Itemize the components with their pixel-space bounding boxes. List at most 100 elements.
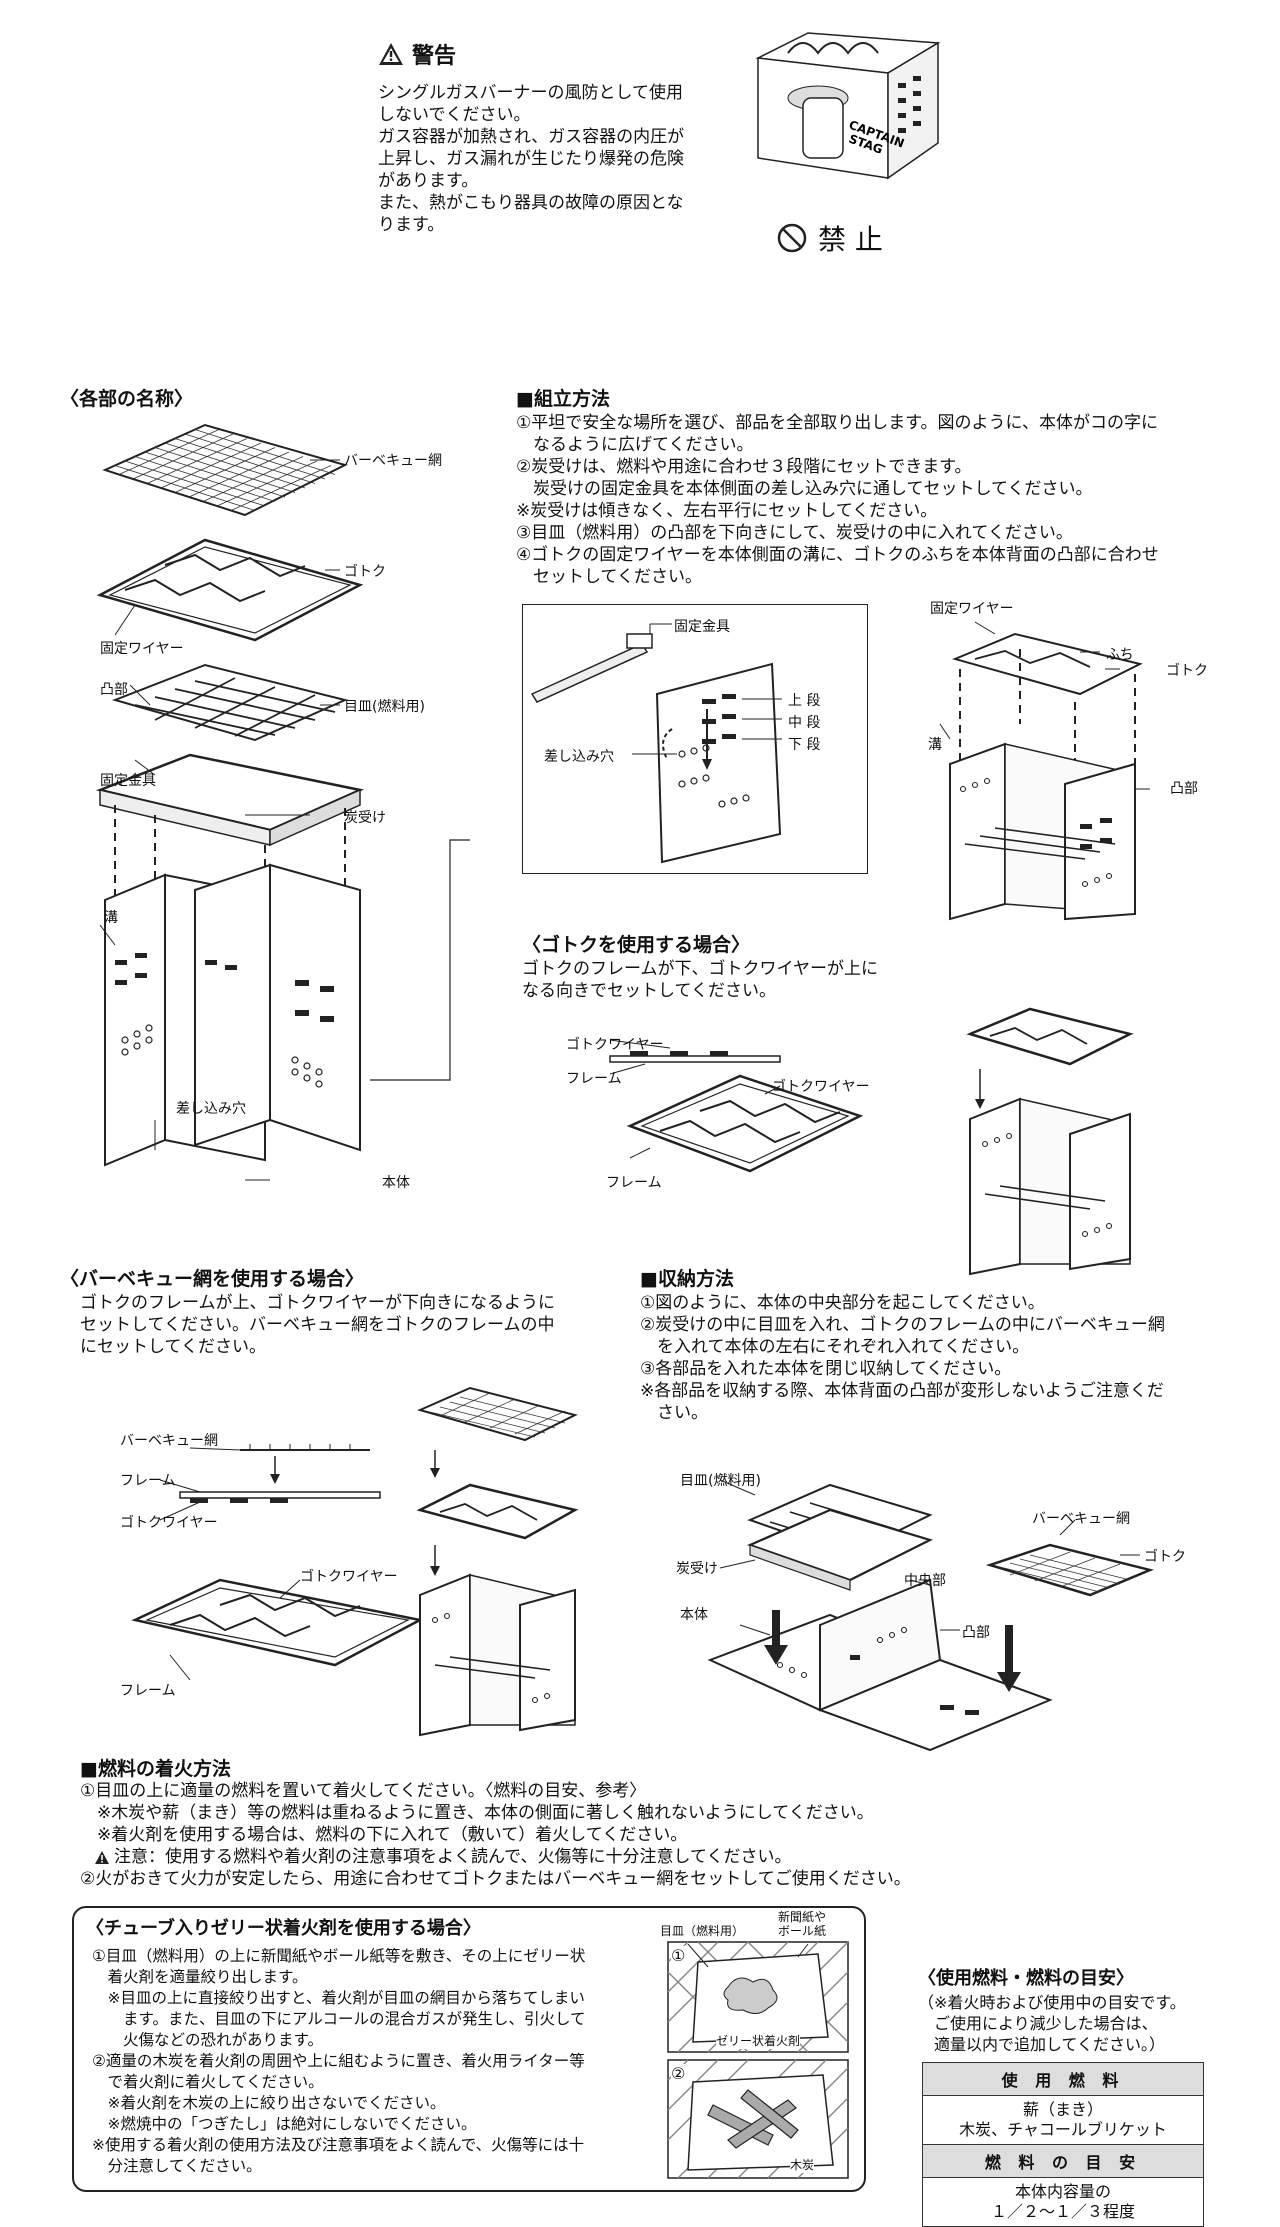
bbq-use-text: ゴトクのフレームが上、ゴトクワイヤーが下向きになるように セットしてください。バ… xyxy=(80,1292,620,1358)
parts-label-gotoku: ゴトク xyxy=(344,564,386,580)
fuel-value: 薪（まき） xyxy=(1022,2100,1103,2119)
warning-line: ガス容器が加熱され、ガス容器の内圧が xyxy=(378,127,685,147)
fuel-note: （※着火時および使用中の目安です。 ご使用により減少した場合は、 適量以内で追加… xyxy=(918,1992,1186,2055)
insert-detail-drawing xyxy=(522,604,866,872)
gel-instructions: ①目皿（燃料用）の上に新聞紙やボール紙等を敷き、その上にゼリー状 着火剤を適量絞… xyxy=(92,1946,662,2177)
parts-label-ash-tray: 炭受け xyxy=(344,810,386,826)
fuel-heading: 〈使用燃料・燃料の目安〉 xyxy=(918,1968,1134,1989)
bbq-use-line: セットしてください。バーベキュー網をゴトクのフレームの中 xyxy=(80,1315,555,1335)
assembly-line: ※炭受けは傾きなく、左右平行にセットしてください。 xyxy=(516,501,938,521)
storage-line: ※各部品を収納する際、本体背面の凸部が変形しないようご注意くだ xyxy=(640,1381,1164,1401)
gel-line: ※目皿の上に直接絞り出すと、着火剤が目皿の網目から落ちてしまい xyxy=(92,1989,585,2007)
gotoku-use-label-frame-a: フレーム xyxy=(566,1071,622,1087)
gel-figure-label-gel: ゼリー状着火剤 xyxy=(716,2032,801,2049)
gel-line: ※着火剤を木炭の上に絞り出さないでください。 xyxy=(92,2094,446,2112)
guide-value: １／２〜１／３程度 xyxy=(990,2202,1135,2221)
bbq-use-label-wire-b: ゴトクワイヤー xyxy=(300,1569,398,1585)
parts-label-insert-hole: 差し込み穴 xyxy=(176,1101,246,1117)
gel-heading: 〈チューブ入りゼリー状着火剤を使用する場合〉 xyxy=(86,1918,481,1939)
bbq-use-side-diagram xyxy=(160,1430,380,1540)
parts-label-body: 本体 xyxy=(382,1175,410,1191)
storage-label-body: 本体 xyxy=(680,1607,708,1623)
storage-line: さい。 xyxy=(640,1403,708,1423)
bbq-use-heading: 〈バーベキュー網を使用する場合〉 xyxy=(60,1268,365,1290)
storage-line: ①図のように、本体の中央部分を起こしてください。 xyxy=(640,1293,1045,1313)
ignition-line: ※着火剤を使用する場合は、燃料の下に入れて（敷いて）着火してください。 xyxy=(80,1825,688,1845)
fuel-value: 木炭、チャコールブリケット xyxy=(959,2120,1167,2139)
gel-figure-label-paper: 新聞紙や ボール紙 xyxy=(778,1910,826,1938)
storage-label-boss: 凸部 xyxy=(962,1625,990,1641)
bbq-use-label-frame-b: フレーム xyxy=(120,1683,176,1699)
parts-label-groove: 溝 xyxy=(104,910,118,926)
storage-instructions: ①図のように、本体の中央部分を起こしてください。 ②炭受けの中に目皿を入れ、ゴト… xyxy=(640,1292,1240,1424)
gel-starter-box xyxy=(72,1906,866,2192)
storage-heading: ■収納方法 xyxy=(640,1268,734,1290)
guide-value: 本体内容量の xyxy=(1014,2182,1111,2201)
gel-step1-number: ① xyxy=(671,1946,686,1965)
detail-label-middle: 中 段 xyxy=(788,715,821,731)
storage-label-bbq-net: バーベキュー網 xyxy=(1032,1511,1130,1527)
fuel-note-line: 適量以内で追加してください。） xyxy=(918,2035,1166,2054)
parts-label-bbq-net: バーベキュー網 xyxy=(344,453,442,469)
gel-figure: 目皿（燃料用） 新聞紙や ボール紙 ① ゼリー状着火剤 ② 木炭 xyxy=(660,1910,858,2182)
fuel-table: 使 用 燃 料 薪（まき） 木炭、チャコールブリケット 燃 料 の 目 安 本体… xyxy=(922,2062,1204,2227)
detail-label-upper: 上 段 xyxy=(788,693,821,709)
parts-label-boss: 凸部 xyxy=(100,682,128,698)
bbq-net-drawing xyxy=(105,425,345,515)
burner-in-stove-illustration: CAPTAIN STAG xyxy=(748,28,948,188)
warning-triangle-icon xyxy=(379,43,403,65)
assembly-line: ②炭受けは、燃料や用途に合わせ３段階にセットできます。 xyxy=(516,457,972,477)
warning-title-row: 警告 xyxy=(378,38,718,70)
parts-exploded-diagram xyxy=(95,420,395,1220)
gotoku-use-line: なる向きでセットしてください。 xyxy=(522,981,776,1001)
gotoku-use-label-wire-a: ゴトクワイヤー xyxy=(566,1037,664,1053)
warning-line: しないでください。 xyxy=(378,105,531,125)
assembly-label-boss: 凸部 xyxy=(1170,781,1198,797)
bbq-use-label-frame-a: フレーム xyxy=(120,1473,176,1489)
bbq-use-label-wire-a: ゴトクワイヤー xyxy=(120,1515,218,1531)
warning-line: シングルガスバーナーの風防として使用 xyxy=(378,83,683,103)
ignition-line: ①目皿の上に適量の燃料を置いて着火してください。〈燃料の目安、参考〉 xyxy=(80,1781,647,1801)
gotoku-drawing xyxy=(100,540,360,640)
warning-line: 上昇し、ガス漏れが生じたり爆発の危険 xyxy=(378,149,684,169)
assembly-line: ①平坦で安全な場所を選び、部品を全部取り出します。図のように、本体がコの字に xyxy=(516,413,1159,433)
detail-label-lower: 下 段 xyxy=(788,737,821,753)
parts-label-fixed-bracket: 固定金具 xyxy=(100,773,156,789)
caution-triangle-icon xyxy=(95,1850,109,1864)
ash-tray-drawing xyxy=(100,755,360,845)
detail-label-insert-hole: 差し込み穴 xyxy=(544,749,614,765)
gel-line: 着火剤を適量絞り出します。 xyxy=(92,1968,308,1986)
fuel-table-wrapper: 使 用 燃 料 薪（まき） 木炭、チャコールブリケット 燃 料 の 目 安 本体… xyxy=(922,2062,1204,2227)
fuel-table-guide-cell: 本体内容量の １／２〜１／３程度 xyxy=(922,2177,1204,2227)
fuel-note-line: （※着火時および使用中の目安です。 xyxy=(918,1993,1186,2012)
gel-line: ※使用する着火剤の使用方法及び注意事項をよく読んで、火傷等には十 xyxy=(92,2136,585,2154)
assembled-stove-diagram xyxy=(935,614,1185,924)
fuel-table-header-guide: 燃 料 の 目 安 xyxy=(922,2144,1204,2178)
ignition-line: ※木炭や薪（まき）等の燃料は重ねるように置き、本体の側面に著しく触れないようにし… xyxy=(80,1803,874,1823)
ignition-instructions: ①目皿の上に適量の燃料を置いて着火してください。〈燃料の目安、参考〉 ※木炭や薪… xyxy=(80,1780,1200,1890)
assembly-line: 炭受けの固定金具を本体側面の差し込み穴に通してセットしてください。 xyxy=(516,479,1093,499)
storage-label-gotoku: ゴトク xyxy=(1144,1549,1186,1565)
gel-figure-label-grate: 目皿（燃料用） xyxy=(660,1924,745,1938)
storage-diagram xyxy=(680,1460,1200,1750)
parts-label-grate: 目皿(燃料用) xyxy=(344,699,425,715)
warning-line: また、熱がこもり器具の故障の原因とな xyxy=(378,193,684,213)
gel-figure-label-charcoal: 木炭 xyxy=(790,2156,815,2173)
gel-step2-drawing xyxy=(668,2060,848,2178)
assembly-label-rim: ふち xyxy=(1106,647,1134,663)
bbq-set-stove-diagram xyxy=(410,1380,590,1740)
ignition-caution-text: 注意：使用する燃料や着火剤の注意事項をよく読んで、火傷等に十分注意してください。 xyxy=(114,1847,792,1867)
gotoku-use-label-wire-b: ゴトクワイヤー xyxy=(772,1079,870,1095)
prohibited-mark: 禁 止 xyxy=(776,218,883,258)
gotoku-use-label-frame-b: フレーム xyxy=(606,1175,662,1191)
body-drawing xyxy=(105,865,360,1165)
warning-text: シングルガスバーナーの風防として使用 しないでください。 ガス容器が加熱され、ガ… xyxy=(378,82,718,236)
warning-line: ります。 xyxy=(378,215,445,235)
gel-line: で着火剤に着火してください。 xyxy=(92,2073,324,2091)
gel-line: ②適量の木炭を着火剤の周囲や上に組むように置き、着火用ライター等 xyxy=(92,2052,585,2070)
fuel-table-fuel-cell: 薪（まき） 木炭、チャコールブリケット xyxy=(922,2095,1204,2145)
detail-connector-line xyxy=(370,840,470,1090)
grate-drawing xyxy=(115,665,345,740)
gel-line: 火傷などの恐れがあります。 xyxy=(92,2031,323,2049)
storage-line: を入れて本体の左右にそれぞれ入れてください。 xyxy=(640,1337,1030,1357)
